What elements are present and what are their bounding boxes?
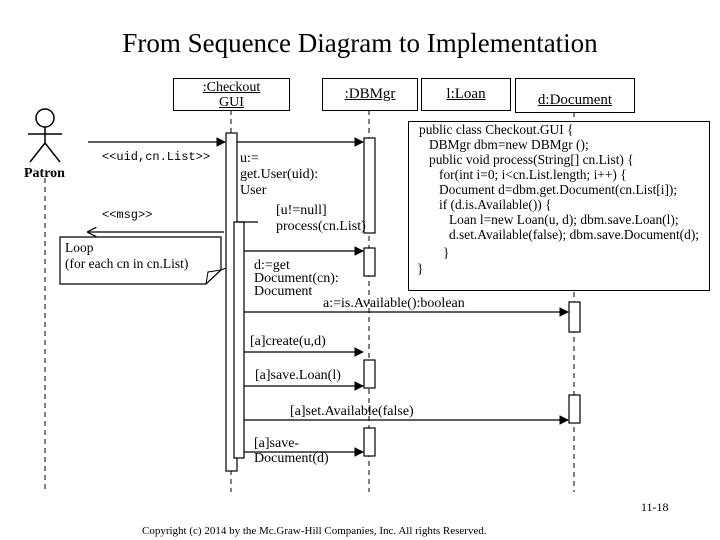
create-label: [a]create(u,d) xyxy=(250,334,326,349)
loop-note-box xyxy=(59,236,222,285)
code-line-7: Loan l=new Loan(u, d); dbm.save.Loan(l); xyxy=(449,212,679,227)
save-document-label-line2: Document(d) xyxy=(254,451,329,466)
get-user-label-line2: get.User(uid): xyxy=(240,167,319,182)
uid-cnlist-label: <<uid,cn.List>> xyxy=(102,150,211,164)
loop-note-title: Loop xyxy=(65,240,94,255)
code-line-10: } xyxy=(417,261,424,276)
guard-label-line2: process(cn.List) xyxy=(276,219,366,234)
dbmgr-activation-2 xyxy=(363,247,376,277)
document-activation-2 xyxy=(568,394,581,424)
document-activation-1 xyxy=(568,301,581,333)
slide-title: From Sequence Diagram to Implementation xyxy=(122,28,598,58)
get-user-label-line3: User xyxy=(240,183,267,198)
guard-label-line1: [u!=null] xyxy=(276,203,327,218)
copyright-notice: Copyright (c) 2014 by the Mc.Graw-Hill C… xyxy=(142,525,487,537)
code-line-4: for(int i=0; i<cn.List.length; i++) { xyxy=(439,167,627,182)
code-line-3: public void process(String[] cn.List) { xyxy=(429,152,634,167)
get-document-label-line2: Document(cn): xyxy=(254,271,339,286)
patron-actor-icon xyxy=(28,108,62,163)
get-document-label-line3: Document xyxy=(254,284,313,299)
code-line-8: d.set.Available(false); dbm.save.Documen… xyxy=(449,227,699,242)
get-user-label-line1: u:= xyxy=(240,151,259,166)
document-label: d:Document xyxy=(537,92,613,108)
dbmgr-object: :DBMgr xyxy=(322,78,418,111)
is-available-label: a:=is.Available():boolean xyxy=(323,296,465,311)
loop-note-fold xyxy=(205,269,222,285)
document-object: d:Document xyxy=(515,78,635,113)
page-number: 11-18 xyxy=(641,500,669,514)
loan-object: l:Loan xyxy=(421,78,511,111)
code-box: public class Checkout.GUI { DBMgr dbm=ne… xyxy=(408,121,710,291)
set-available-label: [a]set.Available(false) xyxy=(290,404,414,419)
code-line-6: if (d.is.Available()) { xyxy=(439,197,552,212)
get-document-label-line1: d:=get xyxy=(254,258,290,273)
dbmgr-activation-3 xyxy=(363,359,376,389)
checkout-gui-inner-activation xyxy=(233,221,245,459)
dbmgr-label: :DBMgr xyxy=(344,86,396,102)
loop-note-text: (for each cn in cn.List) xyxy=(65,256,189,271)
checkout-gui-label-line2: GUI xyxy=(219,95,244,110)
save-loan-label: [a]save.Loan(l) xyxy=(255,368,341,383)
save-document-label-line1: [a]save- xyxy=(254,436,300,451)
patron-label: Patron xyxy=(24,166,65,181)
dbmgr-activation-1 xyxy=(363,137,376,234)
code-line-2: DBMgr dbm=new DBMgr (); xyxy=(429,137,589,152)
code-line-1: public class Checkout.GUI { xyxy=(419,122,574,137)
loop-note-connector xyxy=(220,267,227,271)
checkout-gui-label-line1: :Checkout xyxy=(202,80,261,95)
code-line-5: Document d=dbm.get.Document(cn.List[i]); xyxy=(439,182,678,197)
msg-label: <<msg>> xyxy=(102,208,153,222)
loan-label: l:Loan xyxy=(446,86,486,102)
code-line-9: } xyxy=(443,245,450,260)
dbmgr-activation-4 xyxy=(363,427,376,457)
checkout-gui-object: :Checkout GUI xyxy=(173,78,290,111)
